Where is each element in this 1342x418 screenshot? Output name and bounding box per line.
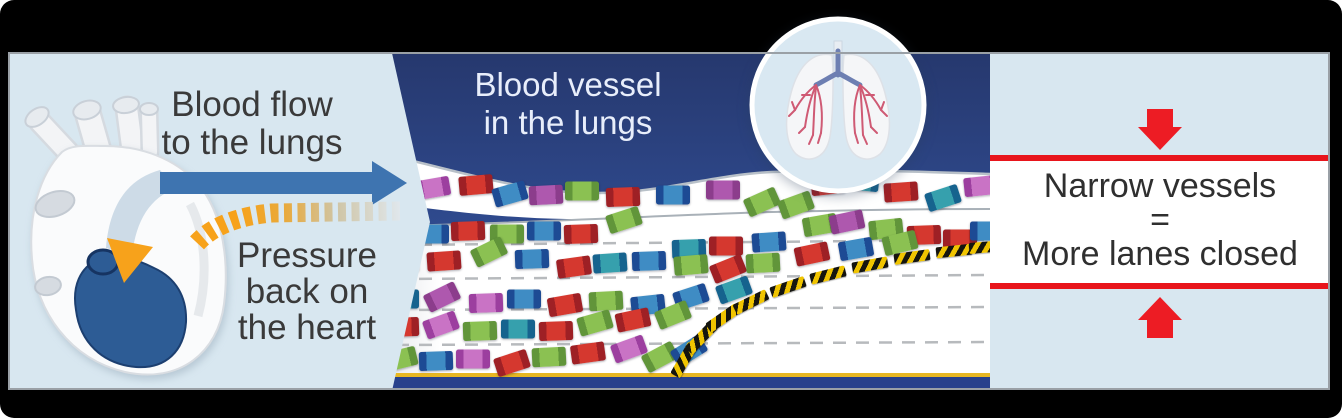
blood-flow-line2: to the lungs bbox=[161, 123, 343, 162]
caption-line3: More lanes closed bbox=[1022, 235, 1298, 273]
blood-cell-car bbox=[546, 292, 584, 318]
blood-flow-arrow bbox=[160, 161, 407, 205]
vessel-wall-line-bottom bbox=[990, 283, 1330, 289]
blood-cell-car bbox=[501, 319, 535, 339]
blood-cell-car bbox=[673, 254, 709, 276]
panel-narrow-vessels: Narrow vessels = More lanes closed bbox=[990, 54, 1330, 390]
lungs-icon bbox=[749, 16, 927, 194]
vessel-gap-band bbox=[990, 161, 1330, 283]
vein-opening-upper bbox=[34, 190, 76, 218]
blood-cell-car bbox=[604, 205, 644, 235]
blood-cell-car bbox=[528, 184, 564, 206]
caption-line2: = bbox=[1150, 201, 1170, 239]
blood-cell-car bbox=[706, 180, 740, 200]
middle-panel-title: Blood vessel in the lungs bbox=[392, 66, 744, 142]
outflow-sweep bbox=[106, 170, 176, 256]
blood-cell-car bbox=[565, 181, 599, 201]
caption-line1: Narrow vessels bbox=[1043, 167, 1277, 205]
blood-cell-car bbox=[793, 241, 831, 267]
blood-cell-car bbox=[963, 174, 990, 198]
heart-blue-chamber bbox=[74, 255, 188, 369]
compress-arrow-up-shaft bbox=[1147, 320, 1173, 338]
blood-cell-car bbox=[631, 250, 667, 272]
blood-cell-car bbox=[507, 289, 541, 309]
lane-closure-barrier-segment bbox=[809, 265, 847, 285]
compress-arrow-down-icon bbox=[1138, 127, 1182, 150]
blood-cell-car bbox=[456, 349, 490, 369]
blood-cell-car bbox=[745, 252, 781, 274]
road-top-edge-line bbox=[392, 208, 990, 227]
heart-septum-shade bbox=[185, 201, 209, 318]
blood-cell-car bbox=[709, 236, 743, 256]
blood-cell-car bbox=[469, 236, 509, 268]
blood-cell-car bbox=[605, 186, 641, 208]
pressure-dash-arc bbox=[188, 201, 401, 251]
compress-arrow-up-icon bbox=[1138, 297, 1182, 320]
lane-closure-barrier-segment bbox=[851, 256, 889, 274]
blood-cell-car bbox=[527, 221, 561, 241]
pulmonary-vessels bbox=[788, 84, 888, 145]
lane-closure-barrier-segment bbox=[935, 243, 973, 259]
blood-cell-car bbox=[538, 320, 574, 342]
blood-cell-car bbox=[588, 290, 624, 312]
vein-opening-lower bbox=[34, 275, 62, 297]
blood-cell-car bbox=[970, 221, 990, 241]
blood-cell-car bbox=[458, 174, 494, 196]
blood-cell-car bbox=[656, 185, 690, 205]
blood-cell-car bbox=[751, 231, 787, 253]
blood-flow-line1: Blood flow bbox=[171, 85, 333, 124]
blood-cell-car bbox=[468, 292, 504, 314]
pressure-line3: the heart bbox=[237, 308, 377, 347]
blood-cell-car bbox=[450, 220, 486, 242]
bronchi bbox=[813, 48, 863, 88]
panel-heart: Blood flow to the lungs Pressure back on… bbox=[10, 54, 430, 390]
blood-cell-car bbox=[531, 346, 567, 368]
blood-cell-car bbox=[563, 223, 599, 245]
vessel-wall-bottom bbox=[392, 377, 990, 390]
blood-cell-car bbox=[614, 307, 652, 333]
heart-illustration bbox=[24, 95, 407, 376]
blood-cell-car bbox=[514, 248, 550, 270]
compress-arrow-down-shaft bbox=[1147, 109, 1173, 127]
narrow-vessels-caption: Narrow vessels = More lanes closed bbox=[990, 169, 1330, 271]
blood-cell-car bbox=[592, 252, 628, 274]
pressure-back-label: Pressure back on the heart bbox=[167, 238, 447, 346]
blood-cell-car bbox=[462, 320, 498, 342]
blood-cell-car bbox=[555, 255, 593, 279]
blood-cell-car bbox=[576, 309, 614, 337]
pressure-arrowhead-icon bbox=[107, 238, 153, 283]
blood-cell-car bbox=[837, 236, 875, 262]
shoulder-yellow-line bbox=[392, 373, 990, 377]
pressure-line2: back on bbox=[245, 272, 369, 311]
blood-cell-car bbox=[569, 341, 607, 365]
lane-closure-barrier-segment bbox=[769, 275, 807, 299]
middle-title-line1: Blood vessel bbox=[474, 66, 662, 103]
blood-cell-car bbox=[492, 348, 532, 378]
blood-cell-car bbox=[491, 180, 529, 208]
blood-cell-car bbox=[923, 183, 963, 213]
blood-flow-label: Blood flow to the lungs bbox=[102, 86, 402, 162]
lane-closure-barrier-segment bbox=[968, 239, 990, 255]
middle-title-line2: in the lungs bbox=[483, 104, 653, 141]
lungs-badge bbox=[748, 15, 928, 195]
vessel-wall-line-top bbox=[990, 155, 1330, 161]
pressure-line1: Pressure bbox=[236, 236, 378, 275]
